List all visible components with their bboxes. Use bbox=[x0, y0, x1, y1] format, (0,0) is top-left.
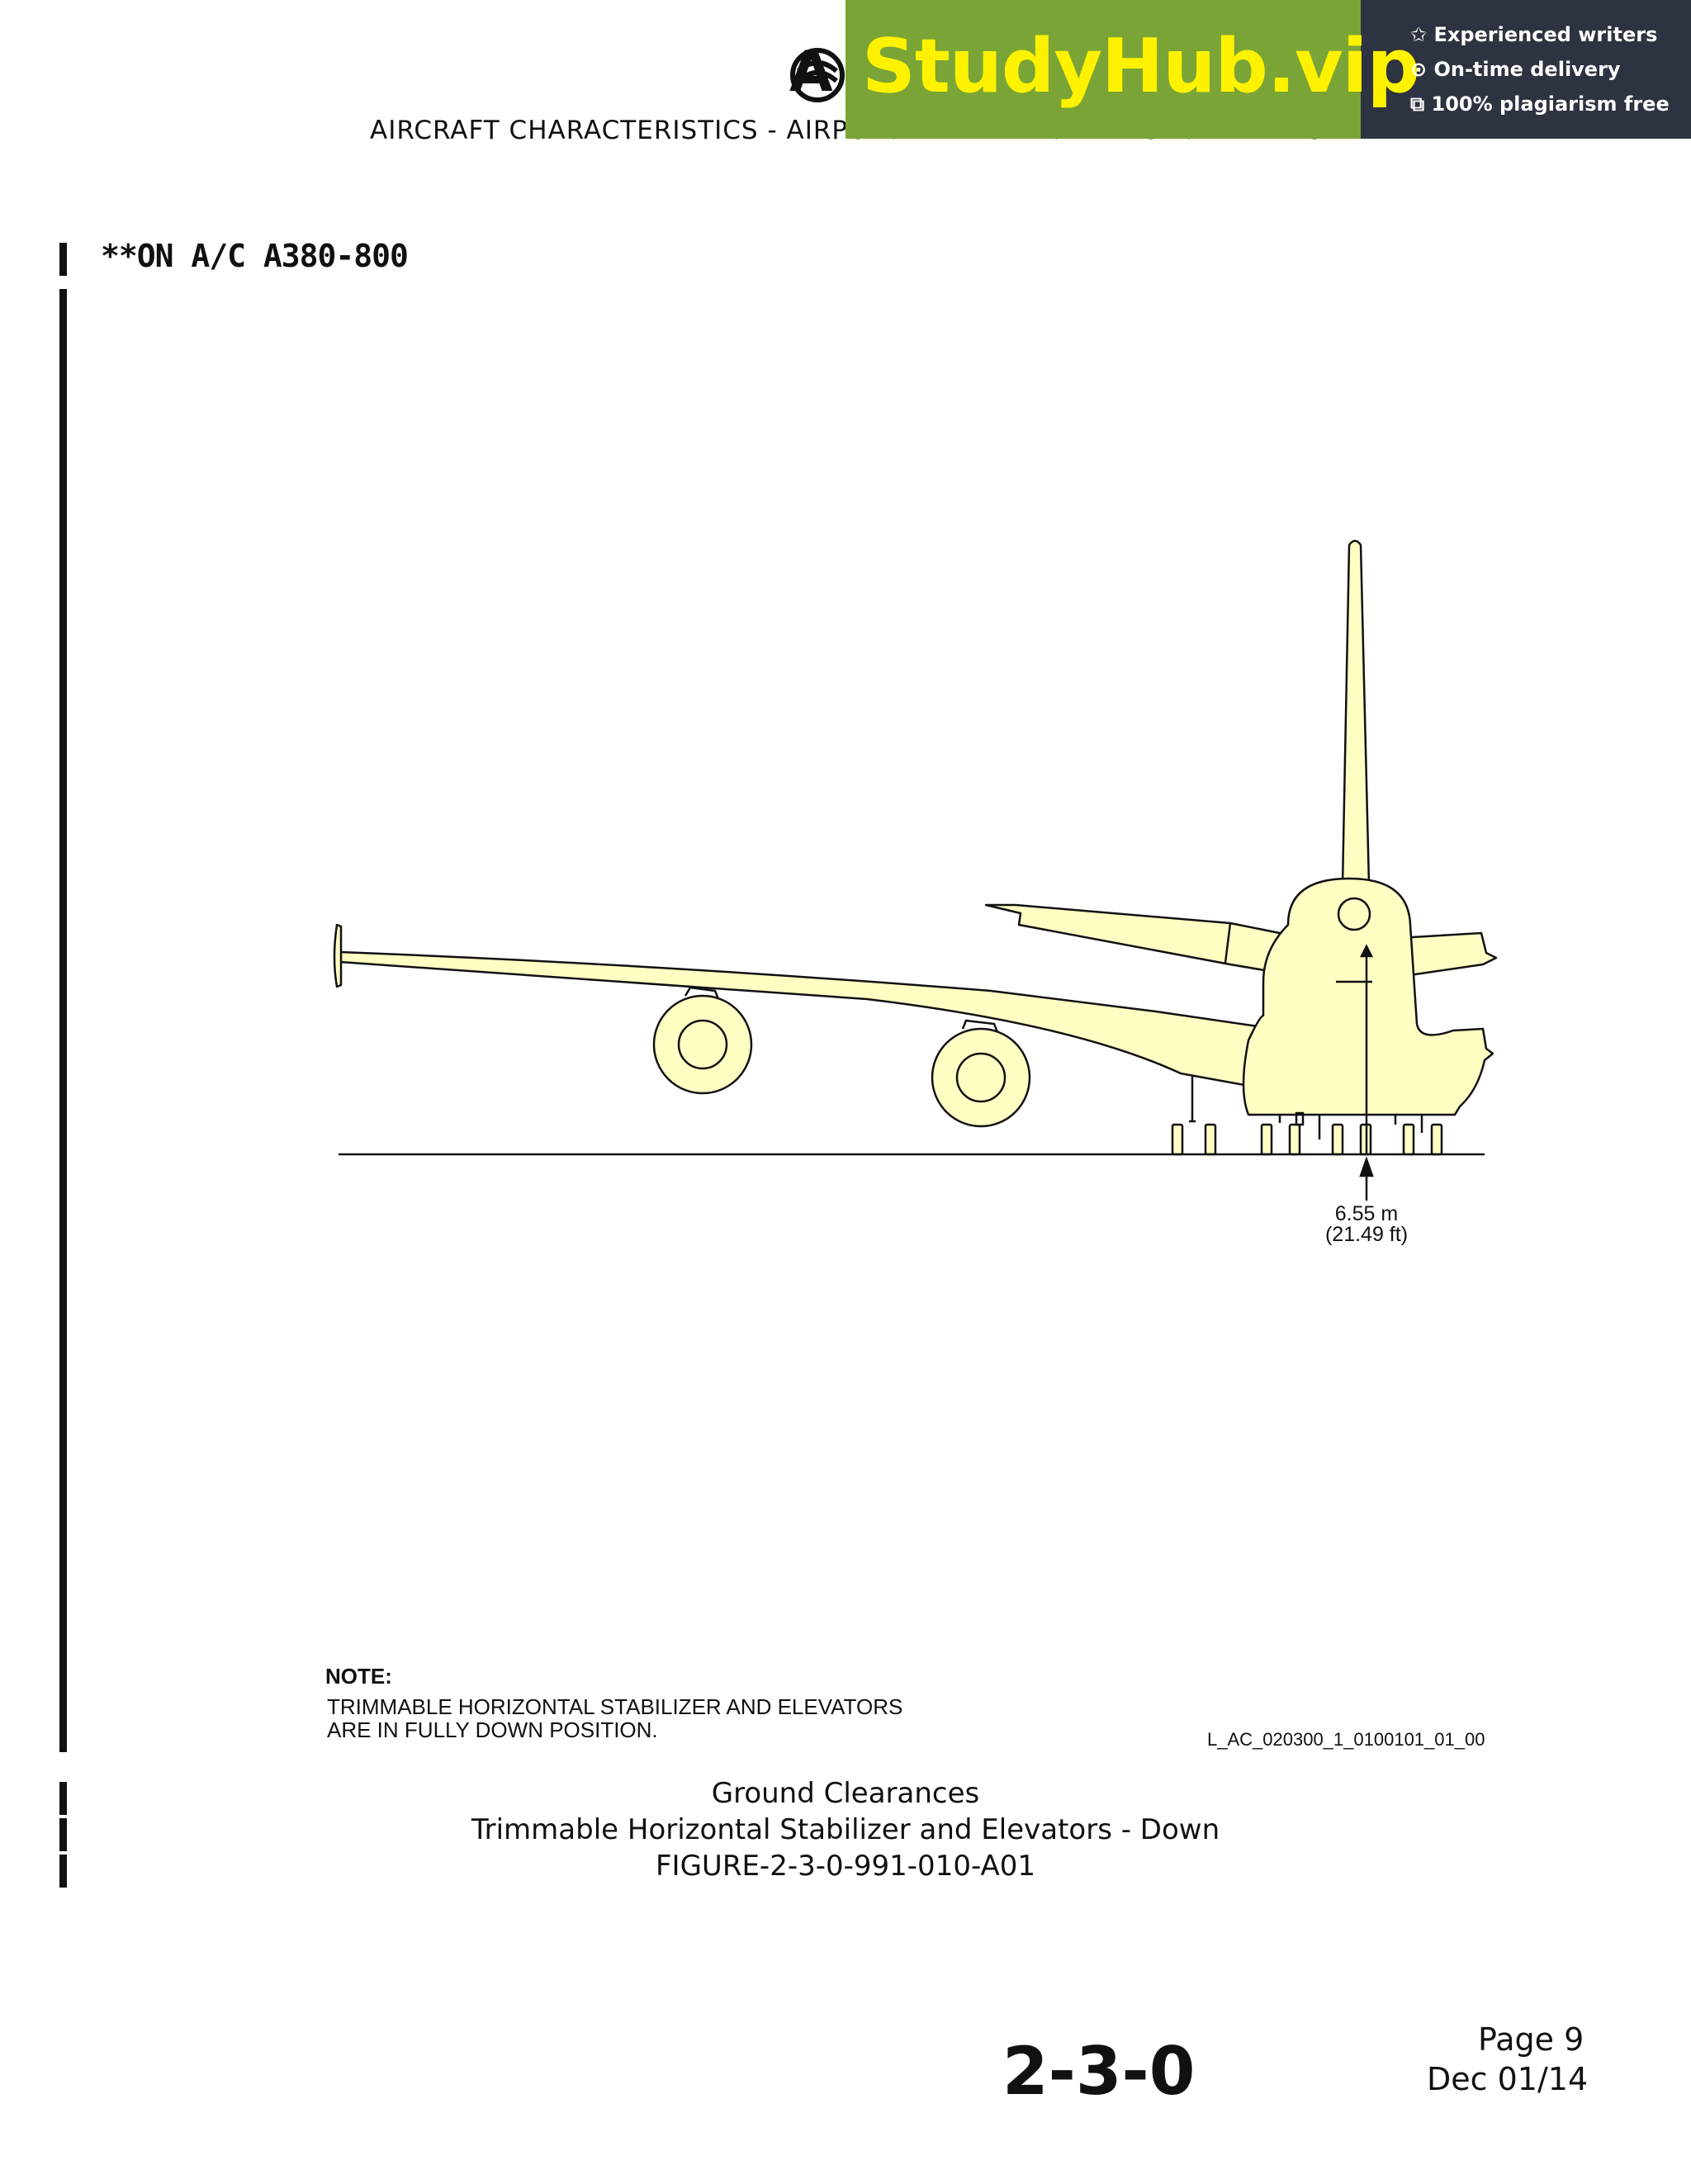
banner-green-panel bbox=[846, 0, 1381, 139]
figure-caption-number: FIGURE-2-3-0-991-010-A01 bbox=[656, 1850, 1035, 1883]
figure-caption-subtitle: Trimmable Horizontal Stabilizer and Elev… bbox=[471, 1813, 1220, 1846]
banner-item-writers: ✩ Experienced writers bbox=[1410, 23, 1658, 46]
inboard-engine bbox=[931, 1027, 1031, 1128]
left-wing bbox=[339, 950, 1273, 1092]
change-bar bbox=[59, 1818, 67, 1851]
change-bar bbox=[59, 1782, 67, 1815]
dimension-metric: 6.55 m bbox=[1335, 1202, 1398, 1225]
banner-item-delivery: ⊙ On-time delivery bbox=[1410, 58, 1621, 81]
note-line: TRIMMABLE HORIZONTAL STABILIZER AND ELEV… bbox=[327, 1694, 903, 1719]
dimension-imperial: (21.49 ft) bbox=[1325, 1223, 1408, 1246]
banner-item-plagiarism: ⧉ 100% plagiarism free bbox=[1410, 92, 1670, 116]
ad-banner[interactable]: StudyHub.vip ✩ Experienced writers ⊙ On-… bbox=[846, 0, 1691, 139]
fuselage bbox=[1242, 877, 1494, 1116]
note-line: ARE IN FULLY DOWN POSITION. bbox=[327, 1717, 658, 1742]
revision-date: Dec 01/14 bbox=[1427, 2061, 1589, 2097]
change-bar bbox=[59, 289, 67, 1752]
vertical-tail bbox=[1341, 539, 1371, 887]
banner-dark-panel bbox=[1361, 0, 1691, 139]
page-number: Page 9 bbox=[1478, 2021, 1584, 2058]
banner-title[interactable]: StudyHub.vip bbox=[862, 23, 1420, 110]
change-bar bbox=[59, 243, 67, 276]
airbus-logo-icon bbox=[790, 48, 845, 102]
note-title: NOTE: bbox=[325, 1664, 392, 1689]
figure-caption-title: Ground Clearances bbox=[711, 1777, 980, 1810]
change-bar bbox=[59, 1855, 67, 1888]
outboard-engine bbox=[652, 994, 753, 1095]
chapter-number: 2-3-0 bbox=[1002, 2033, 1196, 2110]
wingtip-fence bbox=[333, 923, 343, 988]
drawing-reference: L_AC_020300_1_0100101_01_00 bbox=[1207, 1729, 1485, 1750]
logo-wordmark: A bbox=[789, 40, 833, 105]
effectivity-label: **ON A/C A380-800 bbox=[101, 238, 409, 274]
